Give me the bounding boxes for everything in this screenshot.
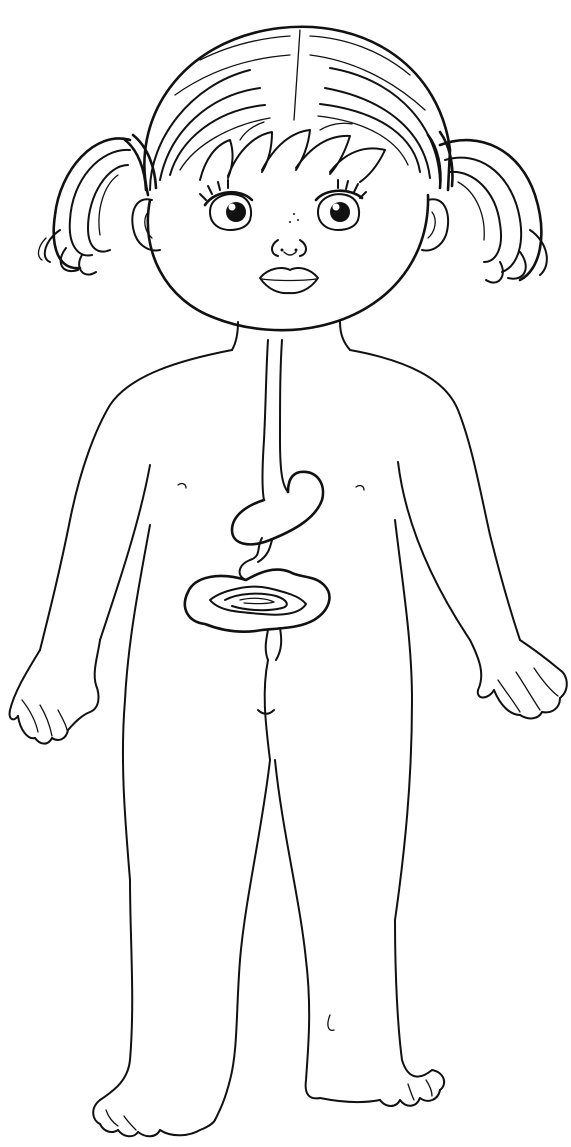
- face: [132, 195, 448, 330]
- left-pigtail: [39, 135, 156, 275]
- legs: [93, 760, 444, 1136]
- stomach: [232, 472, 323, 544]
- mouth: [260, 268, 318, 293]
- hair-top: [144, 27, 450, 195]
- intestines: [185, 570, 330, 632]
- right-eye: [316, 180, 366, 230]
- esophagus: [263, 340, 269, 500]
- left-eye: [200, 180, 252, 230]
- body-outline: [10, 322, 567, 920]
- digestive-system: [185, 340, 330, 660]
- face-dots: [289, 213, 299, 223]
- nose: [272, 240, 306, 256]
- left-ear: [132, 199, 160, 250]
